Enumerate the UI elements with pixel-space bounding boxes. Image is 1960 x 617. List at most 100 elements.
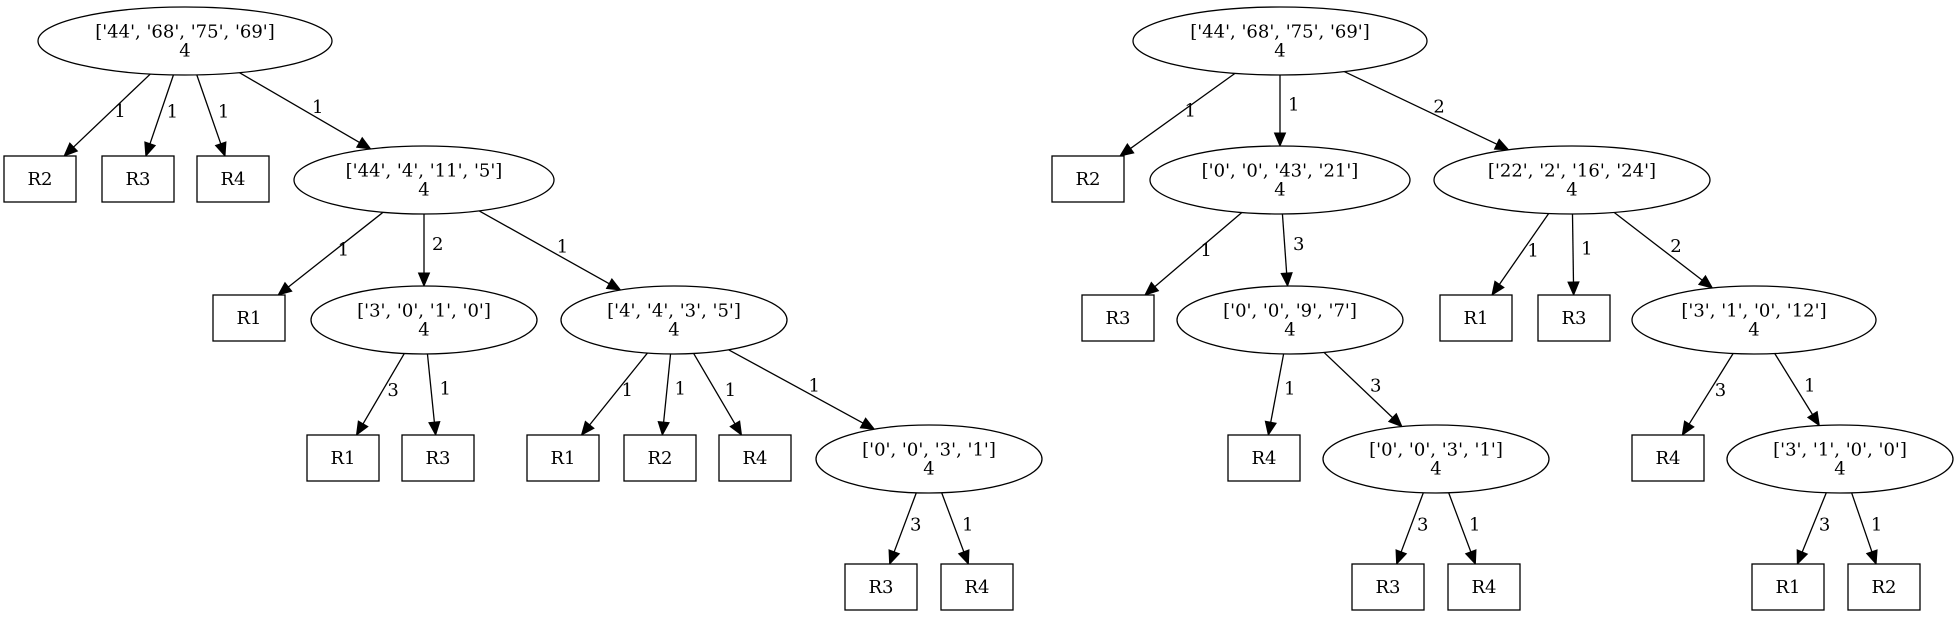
edge: 1: [1491, 213, 1550, 297]
edge-weight-label: 1: [114, 101, 125, 122]
node-count: 4: [1748, 320, 1759, 341]
node-label: R2: [647, 448, 672, 469]
result-node: R1: [212, 294, 286, 342]
node-box: [1227, 434, 1301, 482]
edge: 1: [1567, 213, 1593, 297]
node-label: R2: [1075, 169, 1100, 190]
edge: 1: [580, 352, 648, 436]
node-box: [3, 155, 77, 203]
result-node: R2: [3, 155, 77, 203]
node-box: [1537, 294, 1611, 342]
edge-weight-label: 2: [432, 234, 443, 255]
node-box: [196, 155, 270, 203]
node-box: [1447, 563, 1521, 611]
result-node: R2: [1051, 155, 1125, 203]
state-node: ['44', '68', '75', '69']4: [1132, 6, 1428, 76]
edge-weight-label: 1: [1527, 240, 1538, 261]
edge-weight-label: 3: [1819, 514, 1830, 535]
edge: 1: [277, 211, 384, 296]
edge-weight-label: 1: [1288, 95, 1299, 116]
arrowhead: [1796, 549, 1809, 566]
node-count: 4: [923, 459, 934, 480]
node-count: 4: [1834, 459, 1845, 480]
node-label: R1: [330, 448, 355, 469]
edge-line: [1130, 72, 1236, 149]
arrowhead: [214, 141, 227, 158]
edge: 1: [1118, 72, 1236, 157]
edge-weight-label: 2: [1433, 97, 1444, 118]
node-label: R4: [742, 448, 767, 469]
result-node: R2: [623, 434, 697, 482]
node-ellipse: [560, 285, 788, 355]
edge-weight-label: 1: [962, 514, 973, 535]
edge-line: [1571, 213, 1575, 283]
node-ellipse: [1149, 145, 1411, 215]
edge-line: [1323, 351, 1393, 419]
node-label: R4: [1655, 448, 1680, 469]
edge-line: [1270, 353, 1285, 423]
node-ellipse: [1322, 424, 1550, 494]
edge: 2: [1613, 211, 1714, 289]
edge-line: [1801, 492, 1827, 553]
node-label: R2: [1871, 577, 1896, 598]
edge: 1: [657, 353, 686, 437]
node-label: ['44', '68', '75', '69']: [95, 22, 275, 43]
node-label: ['3', '1', '0', '12']: [1681, 301, 1826, 322]
edge: 1: [693, 353, 743, 437]
edge-line: [73, 73, 151, 148]
edge-weight-label: 1: [1200, 240, 1211, 261]
node-ellipse: [1726, 424, 1954, 494]
node-box: [526, 434, 600, 482]
edge-weight-label: 1: [725, 380, 736, 401]
node-box: [1631, 434, 1705, 482]
node-label: R1: [1775, 577, 1800, 598]
node-label: ['22', '2', '16', '24']: [1488, 161, 1656, 182]
state-node: ['0', '0', '43', '21']4: [1149, 145, 1411, 215]
arrowhead: [1387, 412, 1403, 428]
arrowhead: [1273, 132, 1287, 148]
edge-weight-label: 1: [1184, 101, 1195, 122]
edge: 3: [1395, 492, 1428, 566]
edge-line: [1774, 353, 1814, 415]
result-node: R3: [101, 155, 175, 203]
node-label: ['0', '0', '3', '1']: [862, 440, 996, 461]
node-box: [1051, 155, 1125, 203]
arrowhead: [657, 420, 670, 437]
node-ellipse: [37, 6, 333, 76]
node-box: [1751, 563, 1825, 611]
edge-line: [1343, 70, 1498, 145]
node-count: 4: [668, 320, 679, 341]
node-box: [940, 563, 1014, 611]
node-count: 4: [1274, 180, 1285, 201]
node-box: [212, 294, 286, 342]
edge: 1: [941, 492, 973, 566]
edge: 2: [1343, 70, 1510, 151]
edge-line: [893, 492, 917, 553]
edge-weight-label: 3: [1715, 380, 1726, 401]
node-box: [718, 434, 792, 482]
node-box: [101, 155, 175, 203]
result-node: R4: [718, 434, 792, 482]
edge-line: [196, 74, 222, 144]
node-box: [1081, 294, 1155, 342]
node-ellipse: [1132, 6, 1428, 76]
node-count: 4: [418, 180, 429, 201]
arrowhead: [1806, 410, 1820, 427]
edge: 1: [478, 210, 622, 291]
result-node: R1: [1751, 563, 1825, 611]
arrowhead: [888, 549, 901, 566]
edge: 1: [238, 72, 372, 150]
result-node: R1: [1439, 294, 1513, 342]
edge: 3: [1323, 351, 1403, 428]
edge-weight-label: 1: [338, 240, 349, 261]
edge: 1: [1774, 353, 1820, 427]
edge-weight-label: 3: [387, 380, 398, 401]
arrowhead: [144, 141, 157, 158]
node-label: R3: [1561, 308, 1586, 329]
result-node: R4: [1447, 563, 1521, 611]
edge-line: [238, 72, 360, 144]
node-box: [306, 434, 380, 482]
state-node: ['0', '0', '3', '1']4: [815, 424, 1043, 494]
edge-weight-label: 1: [1284, 378, 1295, 399]
